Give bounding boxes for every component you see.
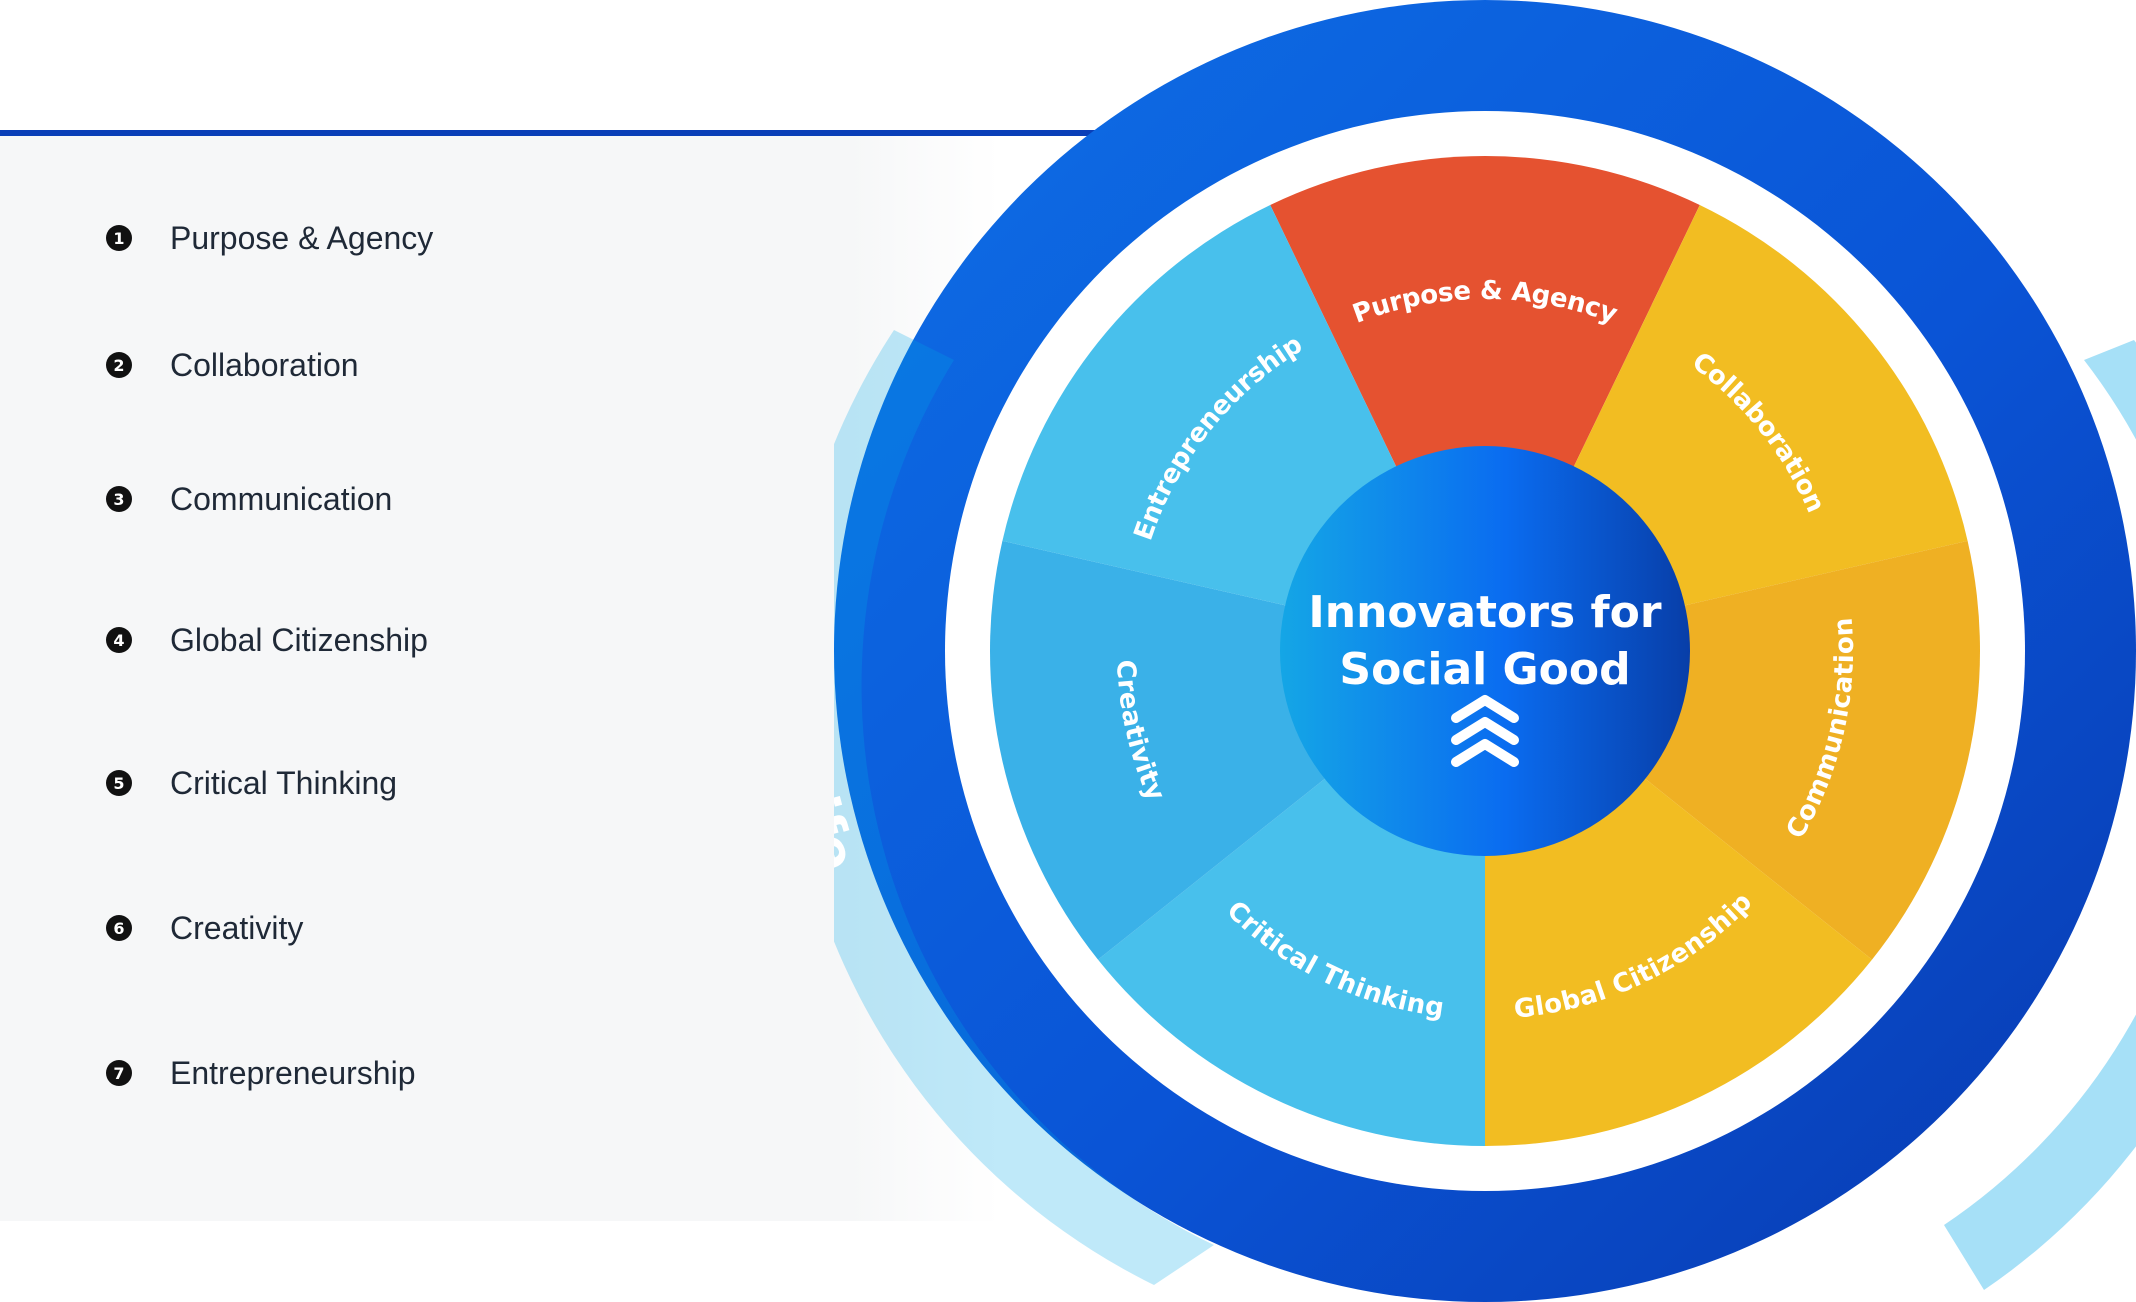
number-badge: 6: [106, 915, 132, 941]
list-item: 6 Creativity: [106, 908, 303, 948]
header-rule: [0, 130, 1120, 136]
list-item-label: Global Citizenship: [170, 621, 428, 658]
list-item-label: Communication: [170, 480, 393, 517]
skills-list-panel: 1 Purpose & Agency 2 Collaboration 3 Com…: [0, 136, 1000, 1221]
center-title-line1: Innovators for: [1308, 587, 1661, 638]
number-badge: 3: [106, 486, 132, 512]
number-badge: 4: [106, 627, 132, 653]
segment-wedge: [1270, 155, 1700, 651]
list-item-label: Purpose & Agency: [170, 219, 434, 256]
list-item: 5 Critical Thinking: [106, 763, 397, 803]
list-item: 1 Purpose & Agency: [106, 218, 433, 258]
layered-chevrons-logo-icon: [1451, 695, 1519, 767]
list-item: 7 Entrepreneurship: [106, 1053, 415, 1093]
ring-highlight: [834, 330, 1214, 1285]
list-item-label: Creativity: [170, 909, 304, 946]
number-badge: 7: [106, 1060, 132, 1086]
list-item: 2 Collaboration: [106, 345, 359, 385]
number-badge: 1: [106, 225, 132, 251]
list-item-label: Collaboration: [170, 346, 359, 383]
list-item-label: Entrepreneurship: [170, 1054, 416, 1091]
center-title-line2: Social Good: [1339, 644, 1630, 695]
list-item: 4 Global Citizenship: [106, 620, 428, 660]
center-hub: [1280, 446, 1690, 856]
number-badge: 5: [106, 770, 132, 796]
number-badge: 2: [106, 352, 132, 378]
skills-wheel: Purpose & AgencyCollaborationCommunicati…: [834, 0, 2136, 1302]
list-item-label: Critical Thinking: [170, 764, 398, 801]
list-item: 3 Communication: [106, 479, 392, 519]
